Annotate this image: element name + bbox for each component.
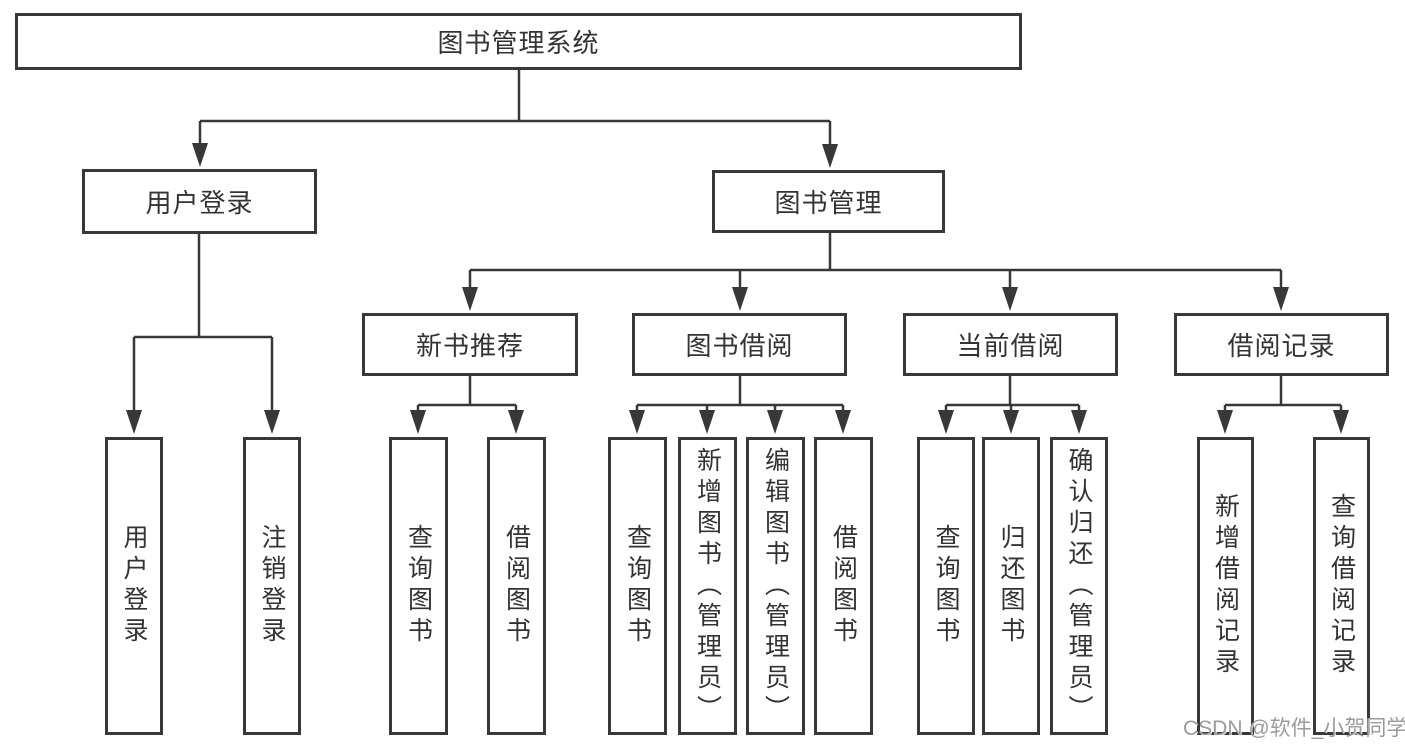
arrow-down-icon (1003, 410, 1019, 434)
leaf-borrow-add-books-admin: 新增图书（管理员） (678, 437, 737, 735)
arrow-down-icon (822, 144, 838, 168)
arrow-down-icon (629, 410, 645, 434)
leaf-current-return-books: 归还图书 (982, 437, 1040, 735)
leaf-record-add-borrow-record: 新增借阅记录 (1197, 437, 1254, 735)
node-current-borrow: 当前借阅 (903, 313, 1118, 376)
arrow-down-icon (1071, 410, 1087, 434)
arrow-down-icon (1217, 410, 1233, 434)
node-book-borrow: 图书借阅 (632, 313, 847, 376)
leaf-newbook-borrow-books: 借阅图书 (487, 437, 546, 735)
leaf-record-query-borrow-record: 查询借阅记录 (1313, 437, 1370, 735)
arrow-down-icon (835, 410, 851, 434)
node-root-library-system: 图书管理系统 (15, 13, 1022, 70)
arrowhead-icons (126, 143, 1349, 434)
arrow-down-icon (410, 410, 426, 434)
leaf-borrow-borrow-books: 借阅图书 (814, 437, 873, 735)
arrow-down-icon (767, 410, 783, 434)
arrow-down-icon (938, 410, 954, 434)
arrow-down-icon (699, 410, 715, 434)
arrow-down-icon (264, 410, 280, 434)
node-book-management: 图书管理 (712, 170, 945, 233)
arrow-down-icon (192, 143, 208, 167)
arrow-down-icon (508, 410, 524, 434)
leaf-logout: 注销登录 (243, 437, 301, 735)
node-borrow-record: 借阅记录 (1174, 313, 1389, 376)
leaf-current-query-books: 查询图书 (917, 437, 975, 735)
node-new-book-recommend: 新书推荐 (362, 313, 578, 376)
leaf-borrow-query-books: 查询图书 (608, 437, 667, 735)
leaf-newbook-query-books: 查询图书 (389, 437, 448, 735)
arrow-down-icon (1002, 287, 1018, 311)
leaf-current-confirm-return-admin: 确认归还（管理员） (1050, 437, 1108, 735)
arrow-down-icon (732, 287, 748, 311)
arrow-down-icon (462, 287, 478, 311)
arrow-down-icon (1333, 410, 1349, 434)
arrow-down-icon (1273, 287, 1289, 311)
leaf-user-login: 用户登录 (105, 437, 163, 735)
leaf-borrow-edit-books-admin: 编辑图书（管理员） (746, 437, 805, 735)
csdn-watermark: CSDN @软件_小贺同学 (1183, 717, 1405, 740)
node-user-login: 用户登录 (82, 169, 317, 234)
arrow-down-icon (126, 410, 142, 434)
